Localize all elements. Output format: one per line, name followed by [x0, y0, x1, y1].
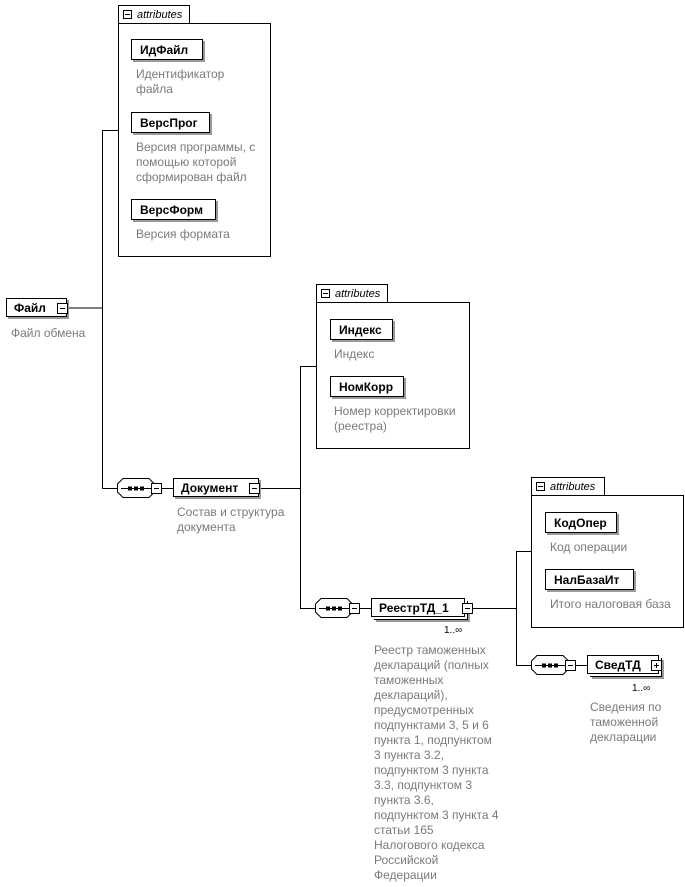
- attribute-desc: Версия формата: [136, 227, 230, 241]
- registry-attributes-tab[interactable]: attributes: [531, 477, 605, 496]
- expand-toggle-icon[interactable]: [651, 660, 662, 671]
- collapse-toggle-icon[interactable]: [57, 303, 68, 314]
- attribute-nomkorr[interactable]: НомКорр: [330, 376, 404, 397]
- document-attributes-tab[interactable]: attributes: [316, 284, 388, 303]
- document-desc: Состав и структура документа: [177, 505, 285, 534]
- collapse-icon[interactable]: [536, 482, 545, 491]
- root-element-label: Файл: [14, 301, 46, 315]
- sequence-compositor-icon[interactable]: [315, 598, 353, 618]
- attribute-name: КодОпер: [554, 516, 607, 530]
- attribute-desc: Идентификатор файла: [136, 67, 225, 96]
- attributes-tab-label: attributes: [335, 288, 381, 300]
- attribute-name: НомКорр: [339, 380, 394, 394]
- attribute-versform[interactable]: ВерсФорм: [131, 199, 216, 220]
- collapse-icon[interactable]: [321, 289, 330, 298]
- collapse-toggle-icon[interactable]: [151, 483, 162, 494]
- collapse-toggle-icon[interactable]: [349, 603, 360, 614]
- attribute-name: ИдФайл: [140, 43, 189, 57]
- attribute-desc: Код операции: [550, 540, 628, 554]
- customs-label: СведТД: [595, 658, 641, 672]
- registry-desc: Реестр таможенных деклараций (полных там…: [374, 643, 499, 882]
- attributes-tab-label: attributes: [550, 481, 596, 493]
- attribute-desc: Версия программы, с помощью которой сфор…: [136, 140, 256, 184]
- attribute-index[interactable]: Индекс: [330, 319, 393, 340]
- attribute-name: ВерсФорм: [140, 203, 203, 217]
- sequence-compositor-icon[interactable]: [117, 478, 155, 498]
- attribute-name: ВерсПрог: [140, 116, 198, 130]
- registry-cardinality: 1..∞: [444, 625, 463, 636]
- attribute-desc: Номер корректировки (реестра): [334, 404, 456, 433]
- document-label: Документ: [181, 481, 239, 495]
- customs-desc: Сведения по таможенной декларации: [590, 700, 662, 744]
- attribute-kodoper[interactable]: КодОпер: [545, 512, 617, 533]
- attribute-versprog[interactable]: ВерсПрог: [131, 112, 210, 133]
- collapse-icon[interactable]: [123, 10, 132, 19]
- collapse-toggle-icon[interactable]: [249, 483, 260, 494]
- collapse-toggle-icon[interactable]: [462, 603, 473, 614]
- customs-element[interactable]: СведТД: [587, 655, 659, 674]
- attribute-desc: Индекс: [334, 347, 375, 361]
- attribute-name: НалБазаИт: [554, 573, 620, 587]
- registry-label: РеестрТД_1: [379, 601, 449, 615]
- collapse-toggle-icon[interactable]: [565, 660, 576, 671]
- root-element-desc: Файл обмена: [11, 326, 86, 340]
- document-element[interactable]: Документ: [173, 478, 259, 497]
- customs-cardinality: 1..∞: [632, 683, 651, 694]
- sequence-compositor-icon[interactable]: [531, 655, 569, 675]
- root-attributes-tab[interactable]: attributes: [118, 5, 190, 24]
- attribute-nalbazait[interactable]: НалБазаИт: [545, 569, 634, 590]
- registry-element[interactable]: РеестрТД_1: [371, 598, 465, 617]
- attributes-tab-label: attributes: [137, 9, 183, 21]
- attribute-idfile[interactable]: ИдФайл: [131, 39, 203, 60]
- root-element-file[interactable]: Файл: [6, 298, 67, 317]
- attribute-desc: Итого налоговая база: [550, 597, 671, 611]
- attribute-name: Индекс: [339, 323, 382, 337]
